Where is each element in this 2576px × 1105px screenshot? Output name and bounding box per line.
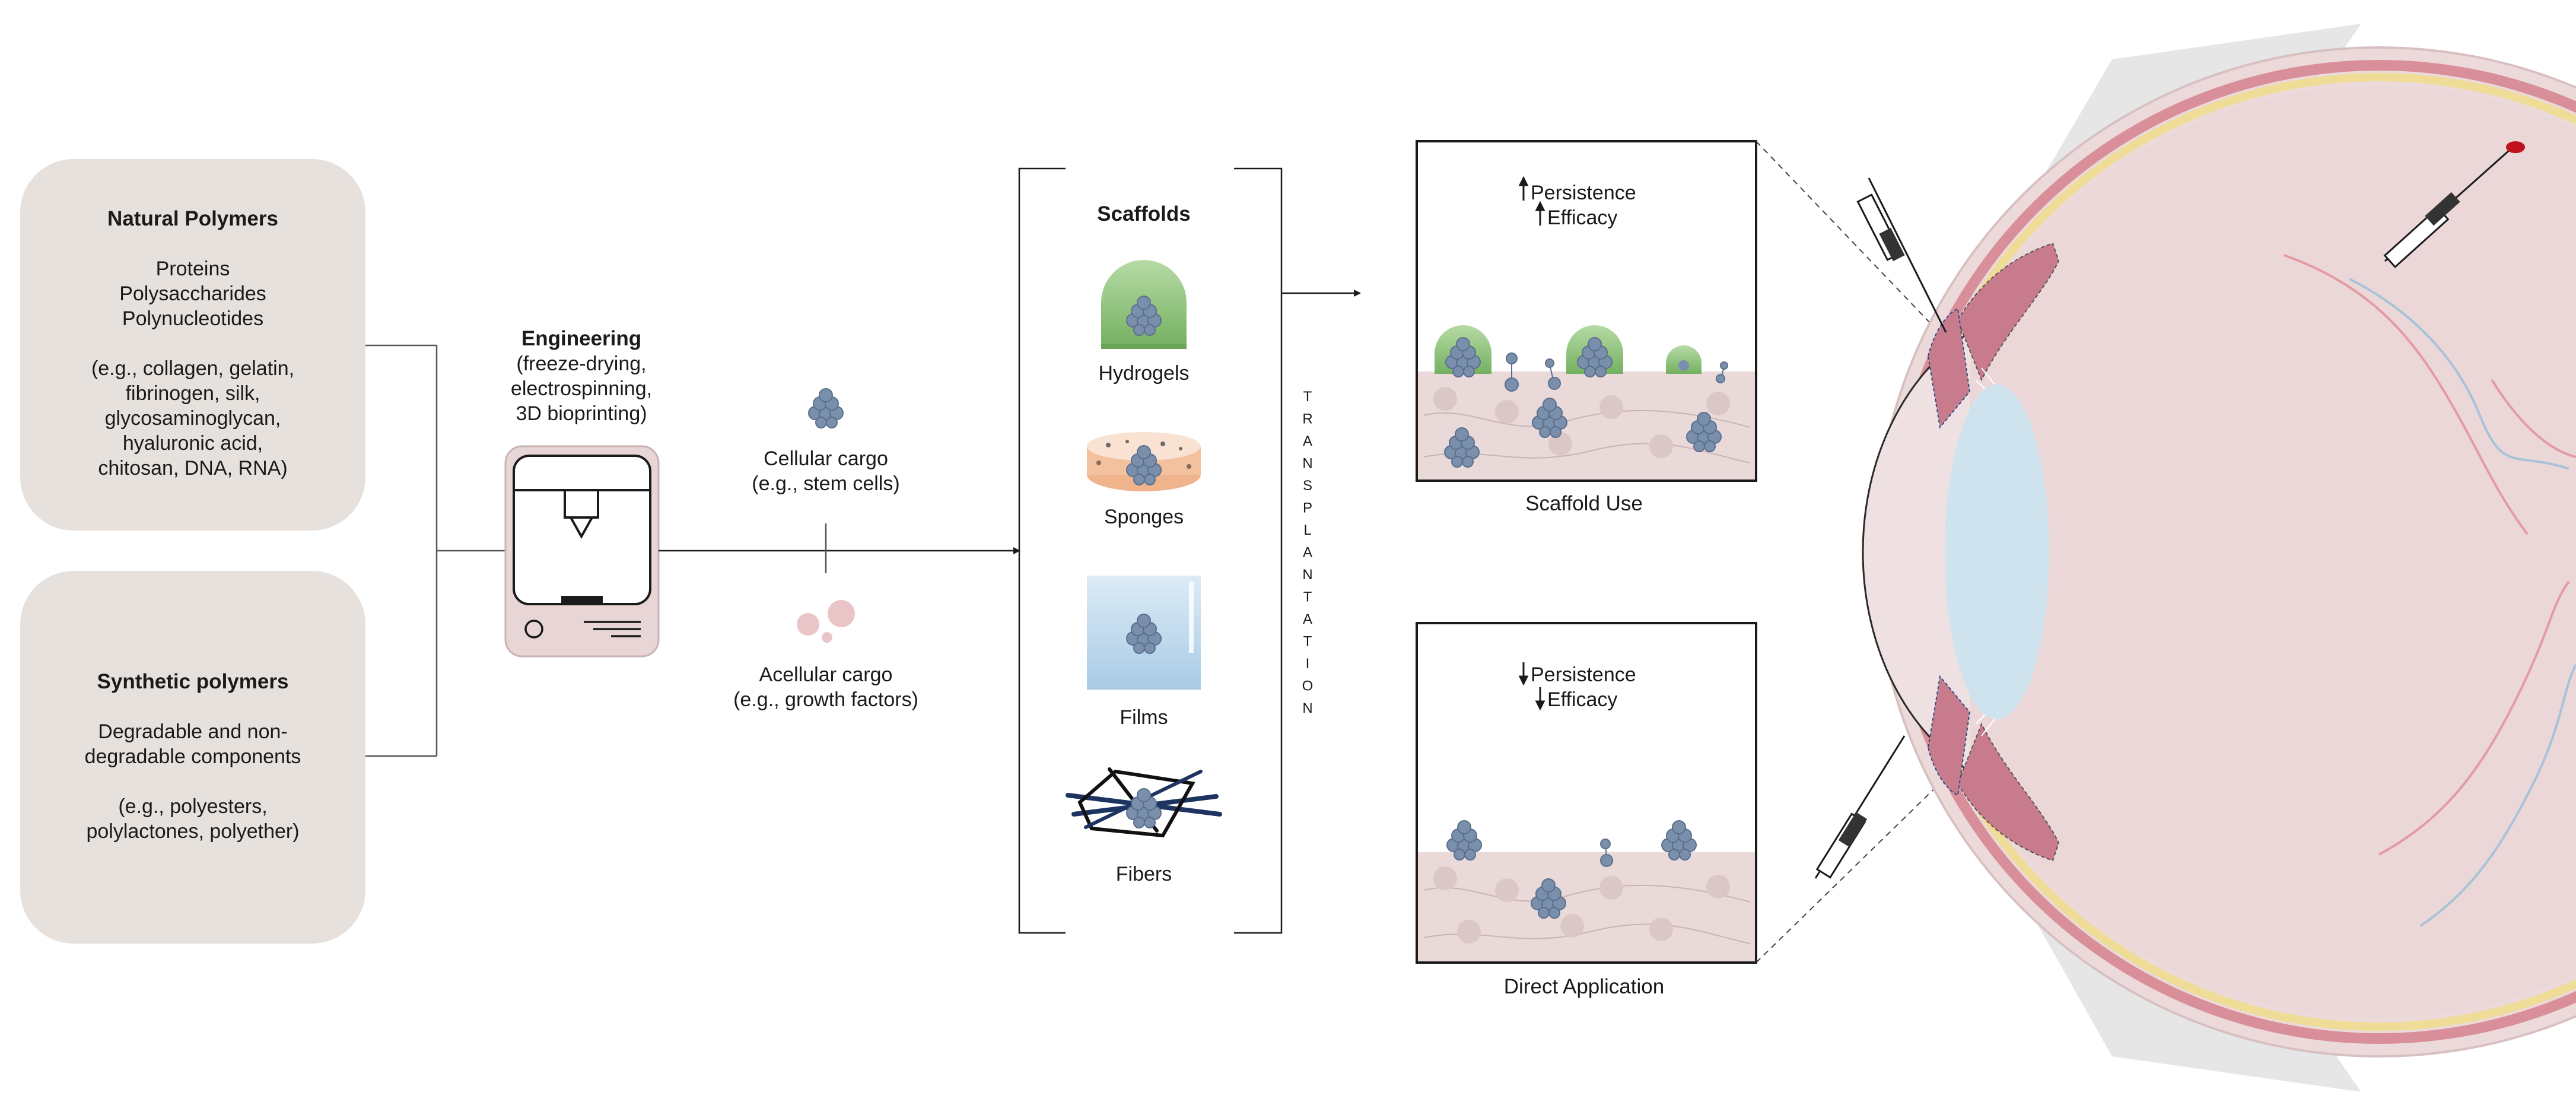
engineering-title: Engineering <box>521 327 641 350</box>
polymer-bracket-connector <box>365 344 505 757</box>
synthetic-polymers-line: polylactones, polyether) <box>86 820 299 843</box>
natural-polymers-title: Natural Polymers <box>107 207 278 230</box>
natural-polymers-line: hyaluronic acid, <box>123 432 263 455</box>
transplantation-letter: O <box>1302 678 1314 694</box>
hydrogels-label: Hydrogels <box>1098 362 1189 385</box>
natural-polymers-line: Proteins <box>156 258 230 280</box>
scaffold-use-metric-efficacy: Efficacy <box>1547 207 1617 229</box>
film-icon <box>1087 576 1201 690</box>
direct-application-metric-persistence: Persistence <box>1531 663 1636 686</box>
synthetic-polymers-panel: Synthetic polymers Degradable and non- d… <box>20 571 365 944</box>
synthetic-polymers-line: (e.g., polyesters, <box>118 795 267 818</box>
syringe-icon <box>2383 141 2525 268</box>
transplantation-letter: L <box>1303 522 1311 538</box>
cellular-cargo-label: Cellular cargo (e.g., stem cells) <box>752 447 899 495</box>
svg-text:Acellular cargo: Acellular cargo <box>759 663 893 686</box>
transplantation-letter: T <box>1303 634 1312 650</box>
scaffold-use-caption: Scaffold Use <box>1525 492 1643 515</box>
transplantation-letter: A <box>1303 433 1312 449</box>
sponges-label: Sponges <box>1104 506 1184 528</box>
acellular-cargo-icon <box>797 600 855 643</box>
scaffolds-bracket <box>1018 167 1283 934</box>
transplantation-letter: N <box>1302 456 1312 472</box>
acellular-cargo-label: Acellular cargo (e.g., growth factors) <box>733 663 918 711</box>
cellular-cargo-icon <box>808 388 844 428</box>
svg-text:Cellular cargo: Cellular cargo <box>764 447 888 470</box>
natural-polymers-line: chitosan, DNA, RNA) <box>98 457 287 480</box>
sponge-icon <box>1087 432 1201 491</box>
natural-polymers-line: Polynucleotides <box>122 307 263 330</box>
direct-application-metric-efficacy: Efficacy <box>1547 688 1617 711</box>
synthetic-polymers-line: degradable components <box>85 745 301 768</box>
transplantation-letter: R <box>1302 411 1312 427</box>
direct-application-box: Persistence Efficacy <box>1416 622 1757 964</box>
natural-polymers-line: fibrinogen, silk, <box>126 382 260 405</box>
natural-polymers-line: (e.g., collagen, gelatin, <box>91 357 294 380</box>
engineering-line: (freeze-drying, <box>516 353 646 375</box>
transplantation-letter: I <box>1306 656 1310 672</box>
svg-text:(e.g., growth factors): (e.g., growth factors) <box>733 688 918 711</box>
transplantation-letter: N <box>1302 700 1312 716</box>
transplantation-letter: A <box>1303 611 1312 627</box>
eye-cross-section <box>1814 24 2576 1092</box>
transplantation-letter: T <box>1303 589 1312 605</box>
natural-polymers-line: glycosaminoglycan, <box>105 407 281 430</box>
engineering-line: 3D bioprinting) <box>516 402 647 425</box>
engineering-label: Engineering (freeze-drying, electrospinn… <box>511 327 652 425</box>
synthetic-polymers-title: Synthetic polymers <box>97 670 289 693</box>
transplantation-letter: P <box>1303 500 1312 516</box>
scaffold-use-box: Persistence Efficacy <box>1416 140 1757 482</box>
hydrogel-icon <box>1101 260 1187 349</box>
syringe-icon <box>1856 177 1947 333</box>
films-label: Films <box>1120 706 1168 729</box>
zoom-dashed-lines <box>1756 141 1947 963</box>
scaffold-use-metric-persistence: Persistence <box>1531 182 1636 204</box>
fibers-label: Fibers <box>1116 863 1172 885</box>
transplantation-letter: N <box>1302 567 1312 583</box>
svg-text:(e.g., stem cells): (e.g., stem cells) <box>752 472 899 495</box>
transplantation-letter: S <box>1303 478 1312 494</box>
synthetic-polymers-line: Degradable and non- <box>98 720 287 743</box>
transplantation-letter: A <box>1303 545 1312 561</box>
direct-application-caption: Direct Application <box>1504 975 1664 998</box>
natural-polymers-line: Polysaccharides <box>119 282 266 305</box>
syringe-icon <box>1814 735 1906 879</box>
3d-printer-icon <box>504 445 660 658</box>
natural-polymers-panel: Natural Polymers Proteins Polysaccharide… <box>20 159 365 531</box>
transplantation-letter: T <box>1303 389 1312 405</box>
scaffolds-title: Scaffolds <box>1097 202 1191 226</box>
fiber-icon <box>1066 767 1222 838</box>
engineering-line: electrospinning, <box>511 377 652 400</box>
